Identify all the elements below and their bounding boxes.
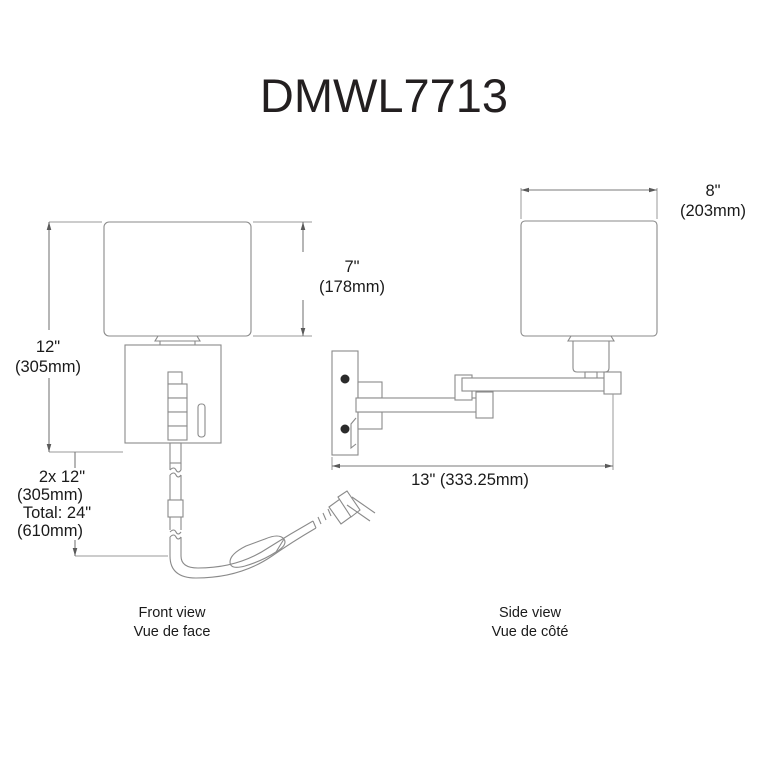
dimension-shade-width-imperial: 8" — [705, 182, 720, 200]
cord-curve — [180, 520, 314, 569]
dimension-cord-line4: (610mm) — [17, 522, 83, 540]
dimension-extension: 13" (333.25mm) — [331, 394, 614, 489]
wall-plate-screw — [340, 424, 350, 434]
dimension-cord-length: 2x 12" (305mm) Total: 24" (610mm) — [17, 452, 168, 557]
cord-break-mark — [169, 529, 182, 535]
side-mid-knuckle-lower — [475, 391, 494, 419]
side-socket-collar — [567, 335, 615, 342]
side-wall-plate — [331, 350, 359, 456]
front-rod-segment — [167, 397, 188, 413]
front-shade — [103, 221, 252, 337]
plug-prong — [346, 504, 371, 522]
side-view-caption: Side view Vue de côté — [492, 605, 569, 640]
side-socket-body — [572, 341, 610, 373]
cord-break-mark — [169, 534, 182, 540]
dimension-extension-label: 13" (333.25mm) — [411, 471, 529, 489]
front-view-caption: Front view Vue de face — [134, 605, 211, 640]
front-view-caption-fr: Vue de face — [134, 624, 211, 640]
side-end-knuckle — [603, 371, 622, 395]
front-view-drawing — [103, 221, 376, 579]
side-wall-knuckle-upper — [357, 381, 383, 399]
front-socket-collar — [154, 335, 201, 342]
plug-prong — [351, 496, 376, 514]
dimension-cord-line2: (305mm) — [17, 486, 83, 504]
side-view-caption-en: Side view — [499, 605, 562, 621]
dimension-front-height: 12" (305mm) — [15, 221, 123, 453]
cord-inline-switch — [167, 499, 184, 518]
cord-curve — [169, 527, 317, 579]
side-shade — [520, 220, 658, 337]
front-rod-segment — [167, 383, 188, 399]
front-cord-top — [169, 442, 182, 464]
page-title: DMWL7713 — [260, 69, 508, 122]
front-rod-segment — [167, 425, 188, 441]
side-bracket-tail — [350, 417, 357, 450]
dimension-shade-width: 8" (203mm) — [520, 182, 746, 220]
dimension-front-height-imperial: 12" — [36, 338, 60, 356]
dimension-cord-line3: Total: 24" — [23, 504, 91, 522]
cord-tie-knot — [275, 538, 285, 553]
dimension-shade-width-metric: (203mm) — [680, 202, 746, 220]
front-socket-stem — [167, 371, 183, 385]
dimension-cord-line1: 2x 12" — [39, 468, 85, 486]
cord-break-mark — [169, 467, 182, 473]
dimension-shade-height-metric: (178mm) — [319, 278, 385, 296]
side-arm-upper — [461, 377, 618, 392]
dimension-shade-height-imperial: 7" — [344, 258, 359, 276]
wall-plate-screw — [340, 374, 350, 384]
side-wall-knuckle-lower — [357, 411, 383, 430]
dimension-shade-height: 7" (178mm) — [253, 221, 385, 337]
front-rod-segment — [167, 411, 188, 427]
side-view-caption-fr: Vue de côté — [492, 624, 569, 640]
front-switch-toggle — [197, 403, 206, 438]
dimension-front-height-metric: (305mm) — [15, 358, 81, 376]
cord-break-mark — [169, 472, 182, 478]
front-view-caption-en: Front view — [139, 605, 206, 621]
plug-strain-relief — [312, 508, 332, 529]
side-view-drawing — [331, 220, 658, 456]
